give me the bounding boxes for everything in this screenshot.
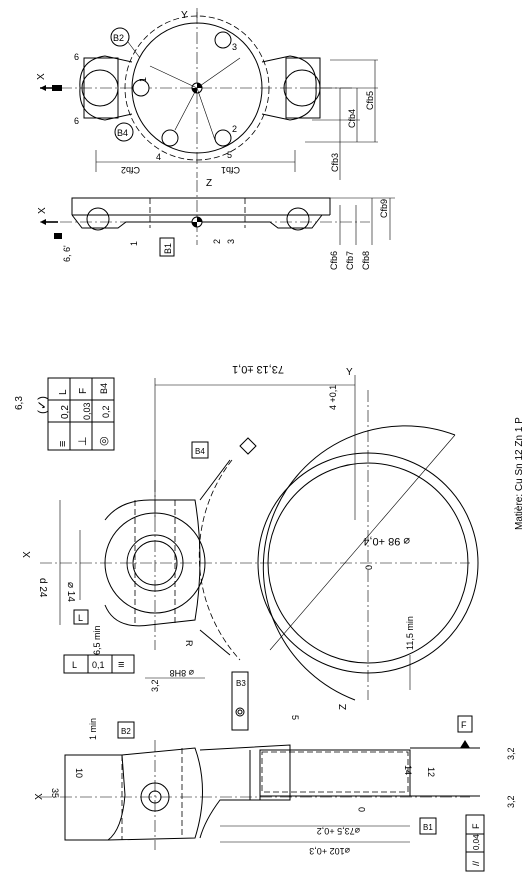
side-support-3: 3 <box>226 239 236 244</box>
top-support-6a: 6 <box>74 52 79 62</box>
surface-symbol: 6,3 <box>14 396 25 410</box>
sec-dim-102: ⌀102 +0,3 <box>309 846 350 856</box>
sec-dim-10: 10 <box>74 768 84 778</box>
tol-r1c3: L <box>58 389 69 395</box>
par-datum: F <box>471 823 481 829</box>
dim-65: 6,5 min <box>92 625 102 655</box>
top-support-3: 3 <box>232 42 237 52</box>
dim-d14: ⌀ 14 <box>65 582 76 602</box>
dim-98: ⌀ 98 +0,4 <box>363 535 410 547</box>
sec-roughness-2: 3,2 <box>506 795 516 808</box>
top-dim-cfb2: Cfb2 <box>121 165 140 175</box>
side-support-2: 2 <box>212 239 222 244</box>
top-dim-cfb1: Cfb1 <box>221 165 240 175</box>
sec-dim-12: 12 <box>426 767 436 777</box>
part-axis-x: X <box>22 551 33 558</box>
par-sym: // <box>471 860 481 866</box>
sym-ref-datum: L <box>72 660 77 670</box>
side-axis-z: Z <box>206 178 212 189</box>
part-axis-z: Z <box>338 704 349 710</box>
top-support-4: 4 <box>156 152 161 162</box>
top-support-1: 1 <box>138 77 148 82</box>
dim-7313: 73,13 ±0,1 <box>232 363 284 375</box>
top-support-6b: 6 <box>74 116 79 126</box>
side-dim-cfb7: Cfb7 <box>345 251 355 270</box>
top-dim-cfb4: Cfb4 <box>347 109 357 128</box>
dim-d24: d 24 <box>37 578 48 598</box>
top-axis-x: X <box>36 73 47 80</box>
sym-ref-tol: 0,1 <box>92 660 105 670</box>
label-B4: B4 <box>195 447 205 456</box>
top-dim-cfb5: Cfb5 <box>365 91 375 110</box>
sec-axis-x: X <box>34 793 45 800</box>
top-ball-b2: B2 <box>113 33 124 43</box>
sec-dim-1min: 1 min <box>88 718 98 740</box>
tol-r3c3: B4 <box>99 383 109 394</box>
side-dim-cfb6: Cfb6 <box>329 251 339 270</box>
top-support-2: 2 <box>232 124 237 134</box>
dim-4: 4 +0,1 <box>328 385 338 410</box>
dim-115: 11,5 min <box>405 616 415 650</box>
side-dim-cfb9: Cfb9 <box>379 199 389 218</box>
dim-r: R <box>184 640 194 647</box>
top-view: X Y 1 3 2 4 5 6 6 B2 B4 Cfb2 Cfb1 Cfb3 C… <box>36 8 378 180</box>
roughness-mid: 3,2 <box>150 679 160 692</box>
side-dim-cfb8: Cfb8 <box>361 251 371 270</box>
top-ball-b4: B4 <box>117 128 128 138</box>
par-tol: 0,04 <box>472 834 481 850</box>
sec-zero: 0 <box>357 807 367 812</box>
part-zero: 0 <box>364 565 374 570</box>
label-B3: B3 <box>236 679 246 688</box>
sec-dim-735: ⌀73,5 +0,2 <box>317 826 360 836</box>
sec-label-f: F <box>461 720 467 730</box>
dim-8h8: ⌀ 8H8 <box>170 668 194 678</box>
sym-ref-sym: ≡ <box>118 659 124 671</box>
side-axis-x: X <box>37 207 48 214</box>
section-view: X 0 1 min B2 10 35 5 14 12 ⌀73,5 +0,2 ⌀1… <box>34 715 516 872</box>
side-ball-b1: B1 <box>163 243 173 254</box>
part-view: 6,3 (✓) ≡ 0,2 L ⊥ 0,03 F ◎ 0,2 B4 73,13 … <box>14 363 479 731</box>
sec-dim-35: 35 <box>50 788 60 798</box>
sec-label-b1: B1 <box>423 823 433 832</box>
tol-r2c1: ⊥ <box>77 436 89 446</box>
part-axis-y: Y <box>346 367 353 378</box>
surface-symbol-paren: (✓) <box>35 396 49 414</box>
sec-roughness-1: 3,2 <box>506 747 516 760</box>
side-view: X Z 1 2 3 6, 6' B1 Cfb6 Cfb7 Cfb8 Cfb9 <box>37 178 395 270</box>
top-dim-cfb3: Cfb3 <box>330 153 340 172</box>
tol-r1c2: 0,2 <box>60 405 71 419</box>
side-support-6: 6, 6' <box>62 245 72 262</box>
tol-r3c2: 0,2 <box>101 405 111 418</box>
tol-r3c1: ◎ <box>98 436 110 446</box>
top-axis-y: Y <box>181 10 188 21</box>
material-note: Matière: Cu Sn 12 Zn 1 P <box>514 417 525 530</box>
sec-label-b2: B2 <box>121 727 131 736</box>
tol-r2c2: 0,03 <box>82 402 92 420</box>
label-L: L <box>78 613 83 623</box>
sec-dim-14: 14 <box>403 765 413 775</box>
tol-r2c3: F <box>78 388 89 394</box>
tol-r1c1: ≡ <box>57 441 69 447</box>
side-support-1: 1 <box>129 241 139 246</box>
sec-dim-5: 5 <box>290 715 300 720</box>
top-support-5: 5 <box>227 150 232 160</box>
